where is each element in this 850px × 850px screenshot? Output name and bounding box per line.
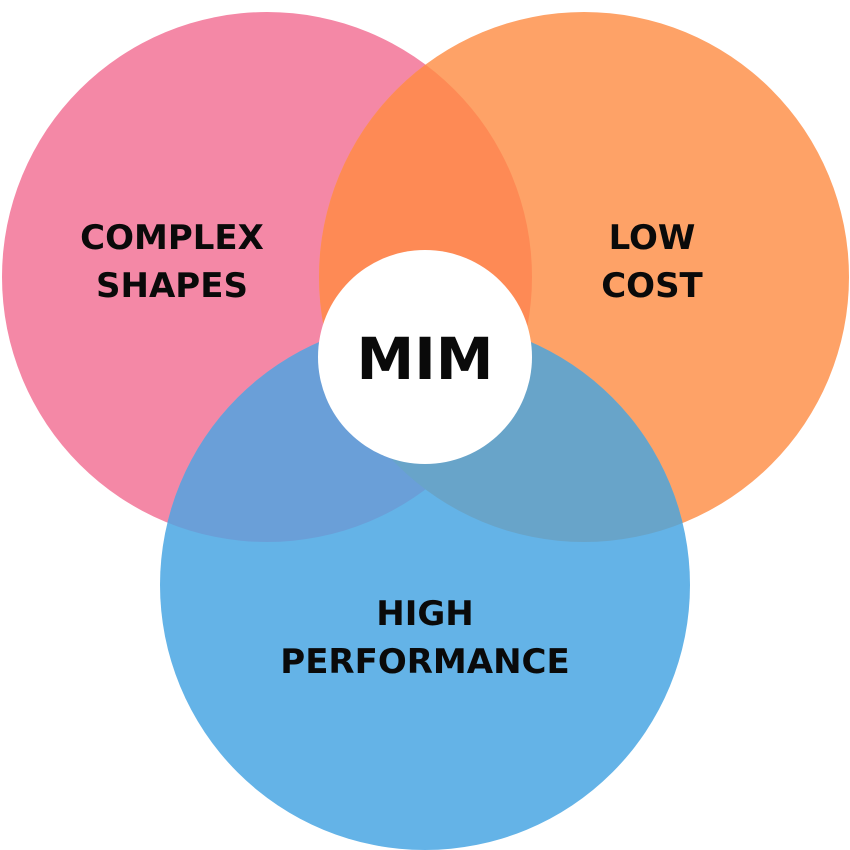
- label-performance-line2: PERFORMANCE: [280, 642, 569, 682]
- overlap-complex-performance: [160, 320, 532, 542]
- label-performance-line1: HIGH: [376, 594, 473, 634]
- label-complex-line1: COMPLEX: [80, 218, 264, 258]
- center-label: MIM: [356, 325, 493, 393]
- center-circle: [318, 250, 532, 464]
- label-cost-line1: LOW: [609, 218, 696, 258]
- label-cost-line2: COST: [601, 266, 703, 306]
- overlap-cost-performance: [319, 320, 690, 542]
- label-complex-line2: SHAPES: [96, 266, 248, 306]
